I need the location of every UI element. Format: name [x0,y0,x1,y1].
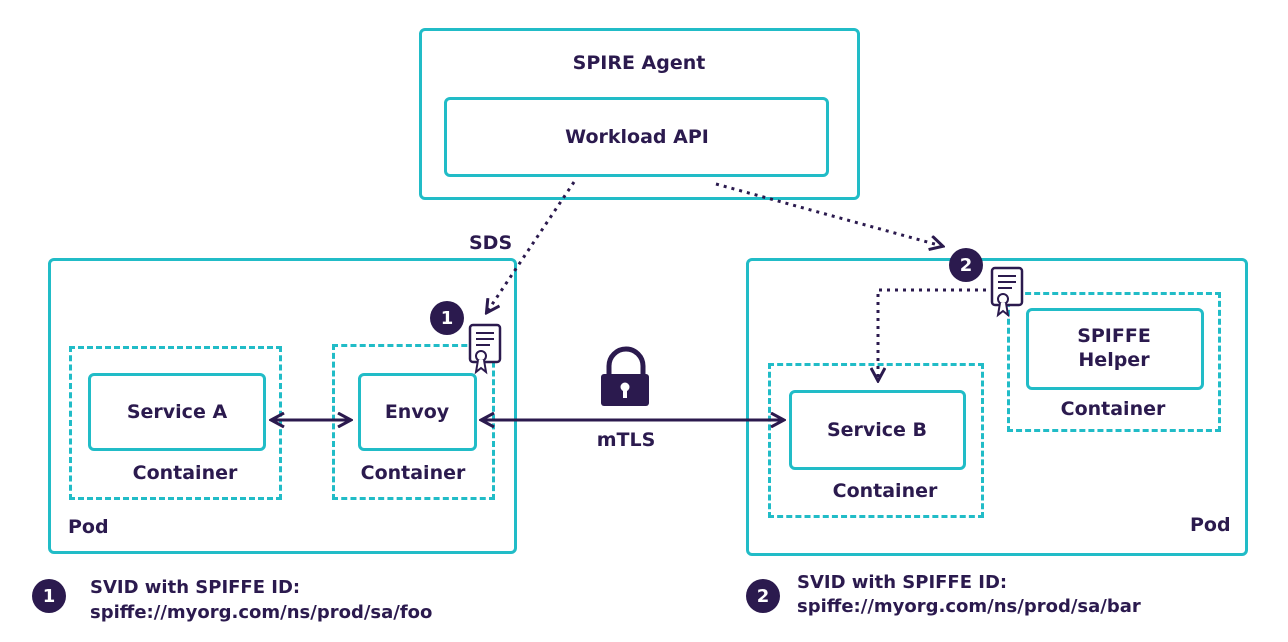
spire-agent-title: SPIRE Agent [572,52,706,74]
spiffe-helper-box [1026,308,1204,390]
certificate-icon [468,323,502,375]
sds-label: SDS [469,232,513,254]
legend-badge-2: 2 [746,579,780,613]
service-b-box [789,390,966,470]
lock-icon [601,346,649,406]
envoy-container-label: Container [360,462,466,484]
spiffe-helper-label: SPIFFE Helper [1077,325,1151,371]
workload-api-label: Workload API [565,126,709,148]
envoy-box [358,373,477,451]
service-b-label: Service B [826,419,928,441]
legend-2-id: spiffe://myorg.com/ns/prod/sa/bar [797,596,1141,617]
badge-2: 2 [949,248,983,282]
pod-left-label: Pod [68,516,109,538]
workload-api-box [444,97,829,177]
pod-right-label: Pod [1190,514,1231,536]
certificate-icon [990,266,1024,318]
legend-1-id: spiffe://myorg.com/ns/prod/sa/foo [90,602,433,623]
pod-right [746,258,1248,556]
badge-1: 1 [430,301,464,335]
envoy-label: Envoy [384,401,450,423]
mtls-label: mTLS [596,429,656,451]
helper-to-service-b-arrow [878,288,994,380]
service-b-container [768,363,984,518]
legend-badge-1: 1 [32,579,66,613]
spire-agent-box [419,28,860,200]
service-a-container-label: Container [132,462,238,484]
sds-arrow [487,181,576,312]
spiffe-helper-container [1007,292,1221,432]
agent-to-badge2-arrow [715,182,942,246]
service-a-box [88,373,266,451]
legend-2-title: SVID with SPIFFE ID: [797,572,1008,593]
pod-left [48,258,517,554]
service-a-label: Service A [126,401,228,423]
legend-1-title: SVID with SPIFFE ID: [90,577,301,598]
spiffe-helper-container-label: Container [1060,398,1166,420]
service-b-container-label: Container [832,480,938,502]
